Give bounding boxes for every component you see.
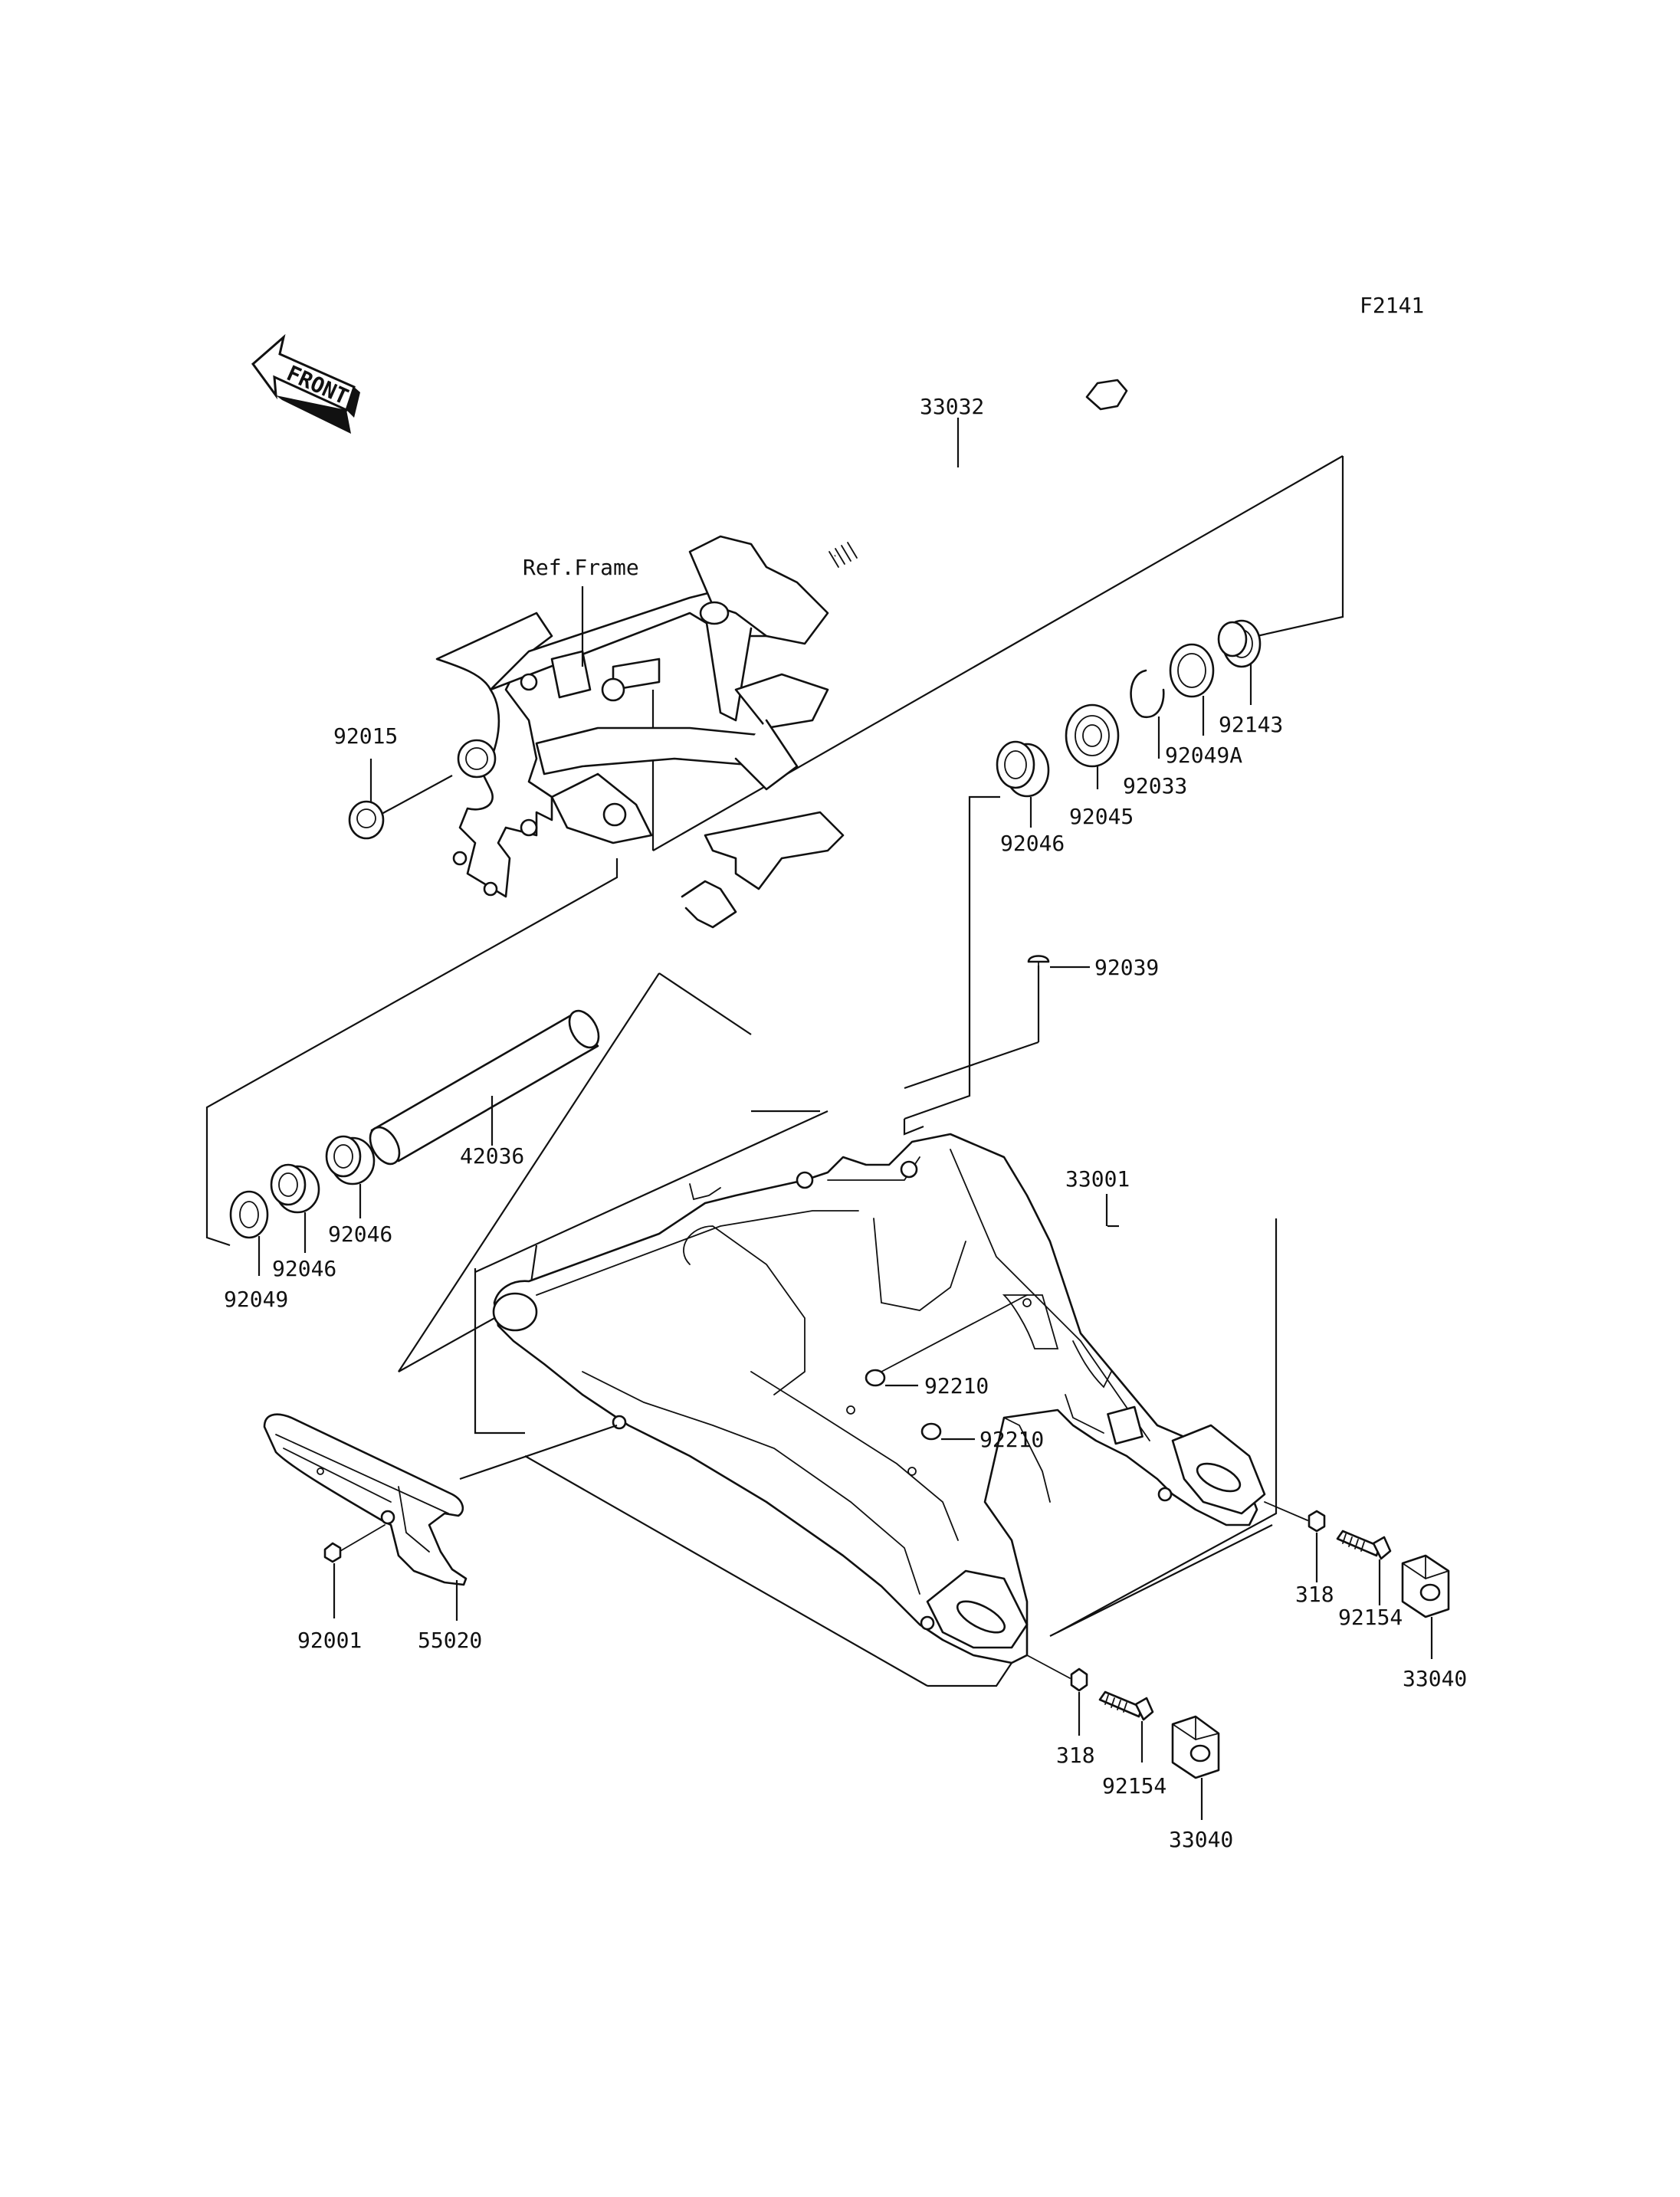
chain-guide-55020 bbox=[263, 1413, 618, 1621]
bolt-92154-b bbox=[1098, 1690, 1154, 1763]
bolt-92154-a bbox=[1336, 1530, 1392, 1605]
nut-318-a bbox=[1264, 1501, 1326, 1582]
needle-bearing-92046-top bbox=[996, 740, 1050, 828]
collar-92143 bbox=[1217, 619, 1262, 705]
label-92001: 92001 bbox=[297, 1628, 362, 1653]
label-92033: 92033 bbox=[1123, 773, 1187, 798]
label-92210-a: 92210 bbox=[924, 1373, 989, 1399]
nut-92015 bbox=[348, 759, 453, 840]
label-318-b: 318 bbox=[1056, 1743, 1095, 1768]
label-92046-a: 92046 bbox=[328, 1221, 392, 1247]
label-55020: 55020 bbox=[418, 1628, 482, 1653]
collar-42036 bbox=[369, 1009, 600, 1166]
label-33032: 33032 bbox=[920, 394, 984, 419]
label-92143: 92143 bbox=[1219, 712, 1283, 737]
label-92154-b: 92154 bbox=[1102, 1773, 1166, 1799]
label-92049A: 92049A bbox=[1165, 743, 1242, 768]
bolt-92001 bbox=[323, 1524, 386, 1618]
label-92045: 92045 bbox=[1069, 804, 1134, 829]
label-42036: 42036 bbox=[460, 1143, 524, 1169]
chain-adjuster-33040-b bbox=[1171, 1715, 1220, 1820]
label-92049: 92049 bbox=[224, 1287, 288, 1312]
frame-reference bbox=[435, 535, 845, 929]
label-33001: 33001 bbox=[1065, 1166, 1130, 1192]
seal-92049 bbox=[229, 1190, 269, 1276]
circlip-92033 bbox=[1130, 669, 1165, 759]
label-92046-top: 92046 bbox=[1000, 831, 1065, 856]
label-33040-b: 33040 bbox=[1169, 1827, 1233, 1852]
bolt-92210-a bbox=[865, 1294, 1028, 1387]
label-92015: 92015 bbox=[333, 723, 398, 749]
needle-bearing-92046-b bbox=[270, 1163, 320, 1253]
label-33040-a: 33040 bbox=[1403, 1666, 1467, 1691]
swingarm-33001 bbox=[492, 1133, 1266, 1664]
nut-318-b bbox=[1026, 1654, 1088, 1736]
figure-code: F2141 bbox=[1360, 293, 1424, 318]
seal-92049A bbox=[1169, 643, 1215, 736]
label-92039: 92039 bbox=[1094, 955, 1159, 980]
label-318-a: 318 bbox=[1295, 1582, 1334, 1607]
needle-bearing-92046-a bbox=[325, 1135, 376, 1218]
label-92210-b: 92210 bbox=[979, 1427, 1044, 1452]
pivot-shaft-33032 bbox=[829, 379, 1128, 568]
plug-92039 bbox=[1027, 955, 1090, 978]
label-92046-b: 92046 bbox=[272, 1256, 336, 1281]
chain-adjuster-33040-a bbox=[1401, 1554, 1450, 1659]
ref-frame-label: Ref.Frame bbox=[523, 555, 639, 580]
ball-bearing-92045 bbox=[1065, 703, 1120, 789]
front-arrow-icon: FRONT bbox=[251, 333, 360, 434]
bolt-92210-b bbox=[920, 1422, 975, 1441]
label-92154-a: 92154 bbox=[1338, 1605, 1403, 1630]
